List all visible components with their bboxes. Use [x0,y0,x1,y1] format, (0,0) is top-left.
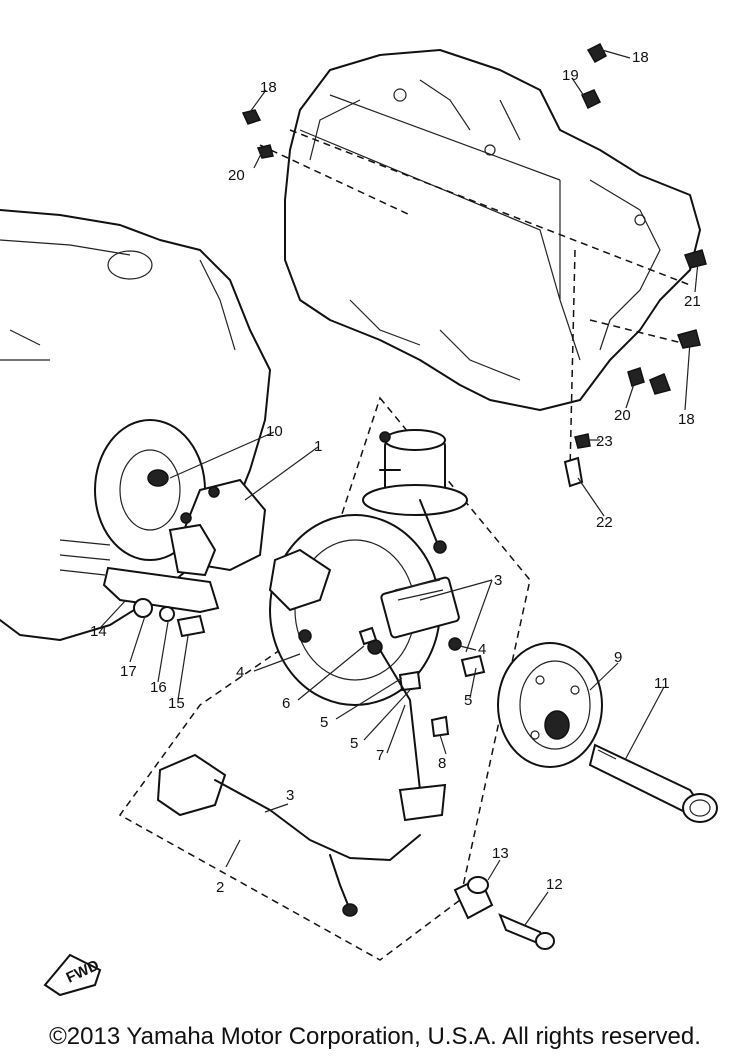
crankcase-outline [0,209,271,641]
callout-11: 11 [654,675,670,692]
callout-4b: 4 [478,641,486,658]
leader-lines [99,49,699,926]
copyright-notice: ©2013 Yamaha Motor Corporation, U.S.A. A… [49,1023,701,1050]
callout-6: 6 [282,695,290,712]
callout-2: 2 [216,879,224,896]
pickup-assembly [102,478,267,638]
callout-16: 16 [150,679,167,696]
callout-18a: 18 [260,79,277,96]
callout-18b: 18 [632,49,649,66]
stator-plate [268,514,462,822]
callout-8: 8 [438,755,446,772]
callout-3a: 3 [494,572,502,589]
callout-13: 13 [492,845,509,862]
callout-1: 1 [314,438,322,455]
callout-5a: 5 [464,692,472,709]
collar-and-bolt [453,876,555,950]
callout-15: 15 [168,695,185,712]
callout-4a: 4 [236,664,244,681]
screws [358,626,486,738]
engine-block-outline [259,49,701,471]
callout-12: 12 [546,876,563,893]
callout-18c: 18 [678,411,695,428]
callout-7: 7 [376,747,384,764]
vacuum-unit [362,429,468,554]
rotor [497,642,603,768]
callout-5c: 5 [350,735,358,752]
callout-19: 19 [562,67,579,84]
callout-3b: 3 [286,787,294,804]
bolt-11 [588,743,718,823]
callout-17: 17 [120,663,137,680]
callout-22: 22 [596,514,613,531]
callout-23: 23 [596,433,613,450]
callout-20a: 20 [228,167,245,184]
callout-14: 14 [90,623,107,640]
wire-clips [241,42,707,488]
callout-5b: 5 [320,714,328,731]
callout-9: 9 [614,649,622,666]
wire-harness [156,753,421,917]
callout-21: 21 [684,293,701,310]
callout-10: 10 [266,423,283,440]
callout-20b: 20 [614,407,631,424]
fwd-arrow-icon: FWD [43,953,102,997]
